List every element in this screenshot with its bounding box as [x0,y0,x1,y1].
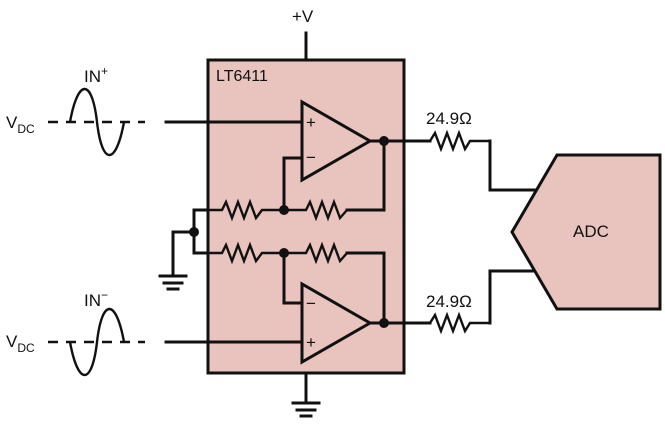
adc-label: ADC [573,222,609,241]
top-source-label: VDC [6,113,35,136]
bottom-feedback-resistor-icon [284,241,348,265]
top-feedback-resistor-icon [284,198,348,222]
top-adc-wire [488,139,542,192]
bottom-opamp-plus: + [306,333,316,352]
gain-ground-node [189,227,199,237]
top-output-resistor-label: 24.9Ω [426,109,472,128]
bottom-feedback-wire [345,251,386,325]
adc-block-icon [510,153,662,311]
bottom-source-label: VDC [6,332,35,355]
top-sine-wave-icon [68,88,126,156]
bottom-inverting-wire [282,251,304,305]
bottom-op-amp-icon [300,281,374,365]
top-inverting-node [279,205,289,215]
top-opamp-minus: − [306,148,316,167]
bottom-gain-resistor-icon [208,241,284,265]
top-opamp-plus: + [306,113,316,132]
bottom-output-resistor-icon [428,311,490,335]
bottom-opamp-minus: − [306,294,316,313]
left-ground-wire [171,230,196,277]
top-op-amp-icon [300,99,374,183]
supply-label: +V [292,7,314,26]
bottom-adc-wire [488,269,542,325]
chip-ground-icon [291,371,321,418]
bottom-inverting-node [279,248,289,258]
top-feedback-wire [345,139,386,212]
top-output-resistor-icon [428,129,490,153]
bottom-input-name: IN− [84,288,108,310]
left-ground-icon [158,274,188,291]
bottom-output-resistor-label: 24.9Ω [426,292,472,311]
top-input-name: IN+ [84,64,108,86]
bottom-sine-wave-icon [68,308,126,376]
top-inverting-wire [282,156,304,212]
top-gain-resistor-icon [208,198,284,222]
chip-label: LT6411 [216,68,268,85]
